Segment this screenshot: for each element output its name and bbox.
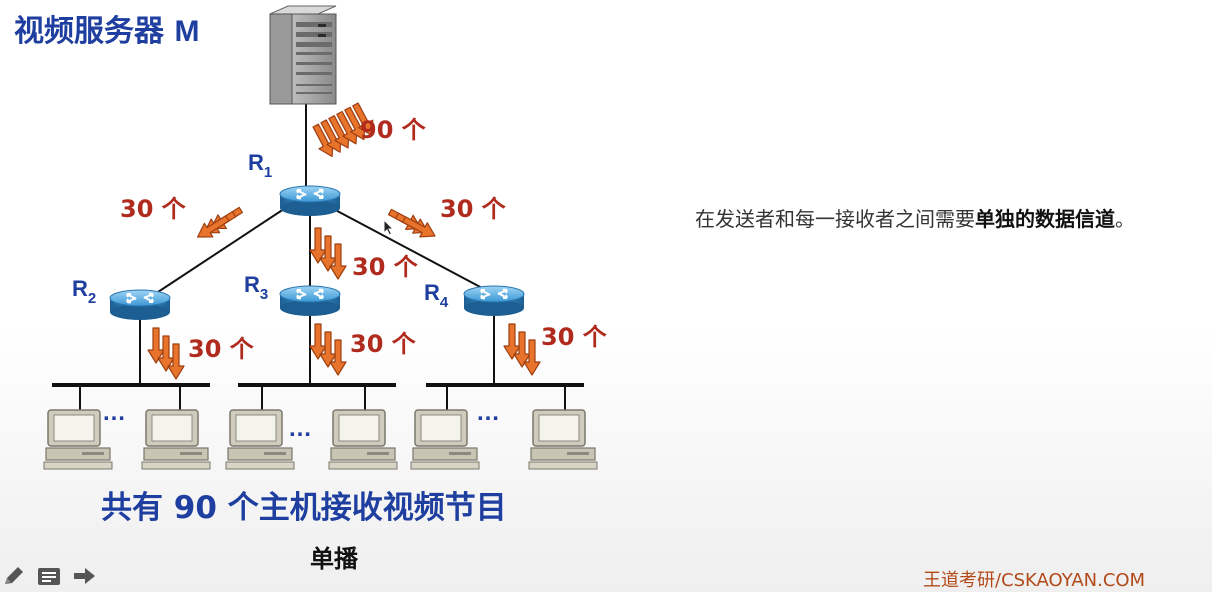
arrows-r4-to-lan	[503, 323, 541, 376]
host-ellipsis: …	[102, 399, 124, 426]
router-r3-icon	[279, 285, 341, 317]
count-server-r1: 90 个	[360, 116, 427, 144]
link-r1-r2	[157, 204, 291, 293]
host-computer-icon	[328, 409, 398, 470]
title-text: 视频服务器	[14, 14, 164, 49]
diagram-subcaption: 单播	[310, 545, 358, 573]
note-emphasis: 单独的数据信道	[975, 207, 1115, 231]
diagram-caption: 共有 90 个主机接收视频节目	[101, 490, 507, 526]
host-computer-icon	[410, 409, 480, 470]
count-r3-lan: 30 个	[350, 330, 417, 358]
note-text: 在发送者和每一接收者之间需要	[695, 207, 975, 231]
host-computer-icon	[225, 409, 295, 470]
arrow-right-icon[interactable]	[72, 565, 98, 587]
host-ellipsis: …	[476, 399, 498, 426]
note-end: 。	[1115, 207, 1135, 231]
count-r1-r4: 30 个	[440, 195, 507, 223]
slide-toolbar	[2, 565, 98, 587]
host-drops	[79, 385, 566, 410]
links	[139, 102, 495, 385]
router-label-r1: R1	[248, 150, 272, 181]
title-server-letter: M	[174, 15, 200, 48]
arrows-r3-to-lan	[309, 323, 347, 376]
router-r2-icon	[109, 289, 171, 321]
host-computer-icon	[141, 409, 211, 470]
router-label-r2: R2	[72, 276, 96, 307]
arrows-r2-to-lan	[147, 327, 185, 380]
host-ellipsis: …	[288, 415, 310, 442]
server-icon	[269, 5, 337, 105]
arrows-r1-to-r3	[309, 227, 347, 280]
brand-watermark: 王道考研/CSKAOYAN.COM	[923, 570, 1146, 591]
diagram-title: 视频服务器 M	[14, 6, 199, 50]
router-r4-icon	[463, 285, 525, 317]
router-r1-icon	[279, 185, 341, 217]
explanation-note: 在发送者和每一接收者之间需要单独的数据信道。	[695, 205, 1185, 234]
network-diagram: R1 R2 R3 R4 90 个 30	[43, 5, 608, 470]
count-r1-r2: 30 个	[120, 195, 187, 223]
arrows-r1-to-r2	[192, 202, 246, 245]
router-label-r3: R3	[244, 272, 268, 303]
router-label-r4: R4	[424, 280, 449, 311]
pen-icon[interactable]	[2, 565, 26, 587]
count-r1-r3: 30 个	[352, 253, 419, 281]
count-r4-lan: 30 个	[541, 323, 608, 351]
mouse-cursor-icon	[383, 219, 395, 236]
host-computer-icon	[528, 409, 598, 470]
link-r1-r4	[325, 204, 485, 290]
menu-icon[interactable]	[36, 565, 62, 587]
count-r2-lan: 30 个	[188, 335, 255, 363]
